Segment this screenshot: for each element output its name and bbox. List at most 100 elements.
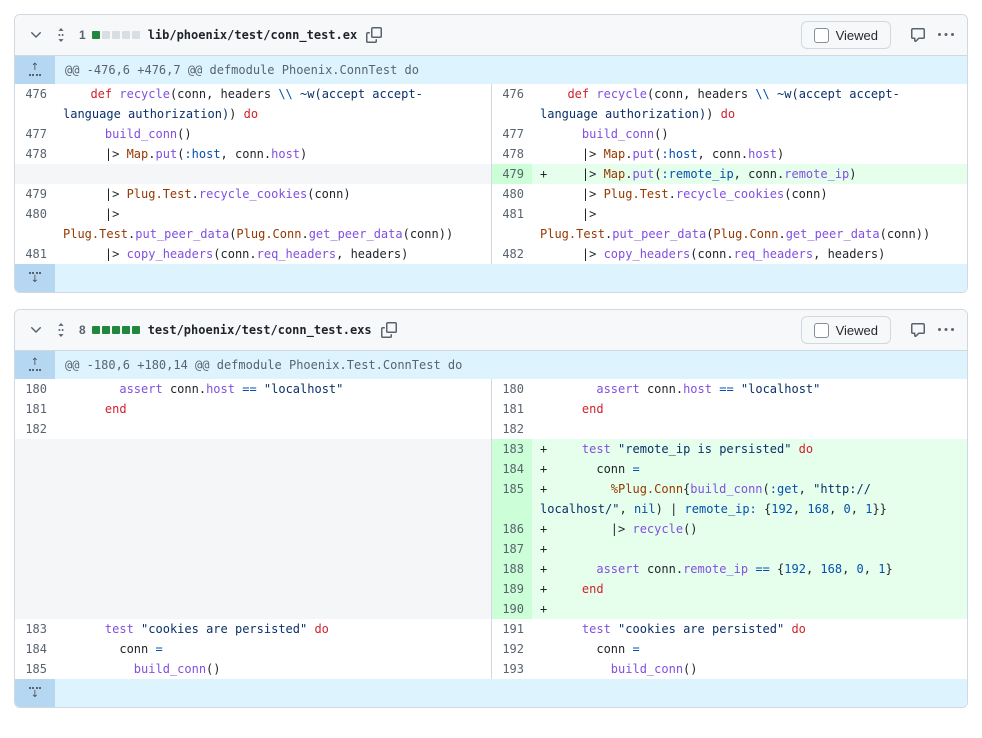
collapse-file-button[interactable] bbox=[25, 24, 47, 46]
kebab-icon bbox=[938, 27, 954, 43]
viewed-checkbox[interactable] bbox=[813, 322, 829, 338]
line-number[interactable]: 184 bbox=[492, 459, 532, 479]
hunk-header-text: @@ -180,6 +180,14 @@ defmodule Phoenix.T… bbox=[65, 358, 463, 372]
line-number[interactable]: 482 bbox=[502, 247, 524, 261]
line-number[interactable]: 187 bbox=[492, 539, 532, 559]
comment-icon bbox=[910, 322, 926, 338]
chevron-down-icon bbox=[28, 322, 44, 338]
diff-marker bbox=[540, 379, 553, 399]
code-line: + assert conn.remote_ip == {192, 168, 0,… bbox=[532, 559, 967, 579]
diff-marker bbox=[63, 204, 76, 224]
diffstat-added-square bbox=[91, 31, 100, 39]
line-number[interactable]: 477 bbox=[502, 127, 524, 141]
line-number[interactable]: 476 bbox=[25, 87, 47, 101]
diff-marker bbox=[63, 419, 76, 439]
diff-side: 183+ test "remote_ip is persisted" do bbox=[491, 439, 967, 459]
diff-row: 187+ bbox=[15, 539, 967, 559]
line-number[interactable]: 476 bbox=[502, 87, 524, 101]
hunk-header-row: ↑@@ -476,6 +476,7 @@ defmodule Phoenix.C… bbox=[15, 56, 967, 84]
comment-button[interactable] bbox=[907, 24, 929, 46]
diff-marker bbox=[63, 84, 76, 104]
diff-row: 183+ test "remote_ip is persisted" do bbox=[15, 439, 967, 459]
empty-code-cell bbox=[55, 459, 491, 479]
diff-marker: + bbox=[540, 462, 548, 476]
viewed-toggle-button[interactable]: Viewed bbox=[800, 316, 891, 344]
code-line: + bbox=[532, 539, 967, 559]
line-number[interactable]: 180 bbox=[25, 382, 47, 396]
line-number[interactable]: 183 bbox=[25, 622, 47, 636]
expand-down-button[interactable]: ↓ bbox=[15, 264, 55, 292]
line-number[interactable]: 478 bbox=[502, 147, 524, 161]
viewed-toggle-button[interactable]: Viewed bbox=[800, 21, 891, 49]
diff-row: 478 |> Map.put(:host, conn.host)478 |> M… bbox=[15, 144, 967, 164]
viewed-checkbox[interactable] bbox=[813, 27, 829, 43]
diff-row: 184 conn =192 conn = bbox=[15, 639, 967, 659]
expand-down-icon: ↓ bbox=[30, 689, 40, 700]
line-number[interactable]: 185 bbox=[25, 662, 47, 676]
code-line: + bbox=[532, 599, 967, 619]
line-number[interactable]: 481 bbox=[25, 247, 47, 261]
diff-marker bbox=[63, 399, 76, 419]
line-number[interactable]: 183 bbox=[492, 439, 532, 459]
file-diff-1: 1 lib/phoenix/test/conn_test.ex Viewed bbox=[14, 14, 968, 293]
diff-side: 479 |> Plug.Test.recycle_cookies(conn) bbox=[15, 184, 491, 204]
file-header: 8 test/phoenix/test/conn_test.exs Viewed bbox=[15, 310, 967, 351]
drag-handle-icon[interactable] bbox=[51, 322, 71, 338]
line-number[interactable]: 181 bbox=[502, 402, 524, 416]
line-number[interactable]: 180 bbox=[502, 382, 524, 396]
diff-side: 481 |> Plug.Test.put_peer_data(Plug.Conn… bbox=[491, 204, 967, 244]
line-number[interactable]: 479 bbox=[25, 187, 47, 201]
code-line: |> Plug.Test.put_peer_data(Plug.Conn.get… bbox=[532, 204, 967, 244]
expand-down-button[interactable]: ↓ bbox=[15, 679, 55, 707]
diff-row: 188+ assert conn.remote_ip == {192, 168,… bbox=[15, 559, 967, 579]
line-number[interactable]: 480 bbox=[25, 207, 47, 221]
line-number[interactable]: 479 bbox=[492, 164, 532, 184]
file-options-kebab-button[interactable] bbox=[935, 319, 957, 341]
diff-side: 180 assert conn.host == "localhost" bbox=[491, 379, 967, 399]
diff-side: 476 def recycle(conn, headers \\ ~w(acce… bbox=[491, 84, 967, 124]
file-options-kebab-button[interactable] bbox=[935, 24, 957, 46]
line-number[interactable]: 185 bbox=[492, 479, 532, 519]
line-number[interactable]: 188 bbox=[492, 559, 532, 579]
line-number[interactable]: 190 bbox=[492, 599, 532, 619]
expand-up-button[interactable]: ↑ bbox=[15, 56, 55, 84]
line-number[interactable]: 182 bbox=[502, 422, 524, 436]
diff-side bbox=[15, 599, 491, 619]
empty-code-cell bbox=[55, 599, 491, 619]
empty-gutter bbox=[15, 519, 55, 539]
changed-lines-count: 1 bbox=[79, 28, 86, 42]
diffstat-neutral-square bbox=[121, 31, 130, 39]
line-number[interactable]: 184 bbox=[25, 642, 47, 656]
line-number[interactable]: 189 bbox=[492, 579, 532, 599]
line-number[interactable]: 193 bbox=[502, 662, 524, 676]
line-number[interactable]: 192 bbox=[502, 642, 524, 656]
line-number[interactable]: 182 bbox=[25, 422, 47, 436]
expand-up-button[interactable]: ↑ bbox=[15, 351, 55, 379]
line-number[interactable]: 181 bbox=[25, 402, 47, 416]
diff-row: 184+ conn = bbox=[15, 459, 967, 479]
split-diff: ↑ @@ -180,6 +180,14 @@ defmodule Phoenix.… bbox=[15, 351, 967, 707]
line-number[interactable]: 481 bbox=[502, 207, 524, 221]
collapse-file-button[interactable] bbox=[25, 319, 47, 341]
drag-handle-icon[interactable] bbox=[51, 27, 71, 43]
copy-path-button[interactable] bbox=[363, 24, 385, 46]
comment-button[interactable] bbox=[907, 319, 929, 341]
diff-marker bbox=[540, 184, 553, 204]
copy-icon bbox=[380, 322, 397, 338]
line-number[interactable]: 191 bbox=[502, 622, 524, 636]
code-line: build_conn() bbox=[55, 659, 491, 679]
code-line: |> Plug.Test.put_peer_data(Plug.Conn.get… bbox=[55, 204, 491, 244]
diffstat-added-square bbox=[131, 326, 140, 334]
diff-side: 480 |> Plug.Test.recycle_cookies(conn) bbox=[491, 184, 967, 204]
expand-down-icon: ↓ bbox=[30, 274, 40, 285]
line-number[interactable]: 477 bbox=[25, 127, 47, 141]
diff-row: 180 assert conn.host == "localhost"180 a… bbox=[15, 379, 967, 399]
line-number[interactable]: 478 bbox=[25, 147, 47, 161]
line-number[interactable]: 186 bbox=[492, 519, 532, 539]
copy-path-button[interactable] bbox=[378, 319, 400, 341]
line-number[interactable]: 480 bbox=[502, 187, 524, 201]
empty-code-cell bbox=[55, 579, 491, 599]
diff-marker bbox=[63, 659, 76, 679]
